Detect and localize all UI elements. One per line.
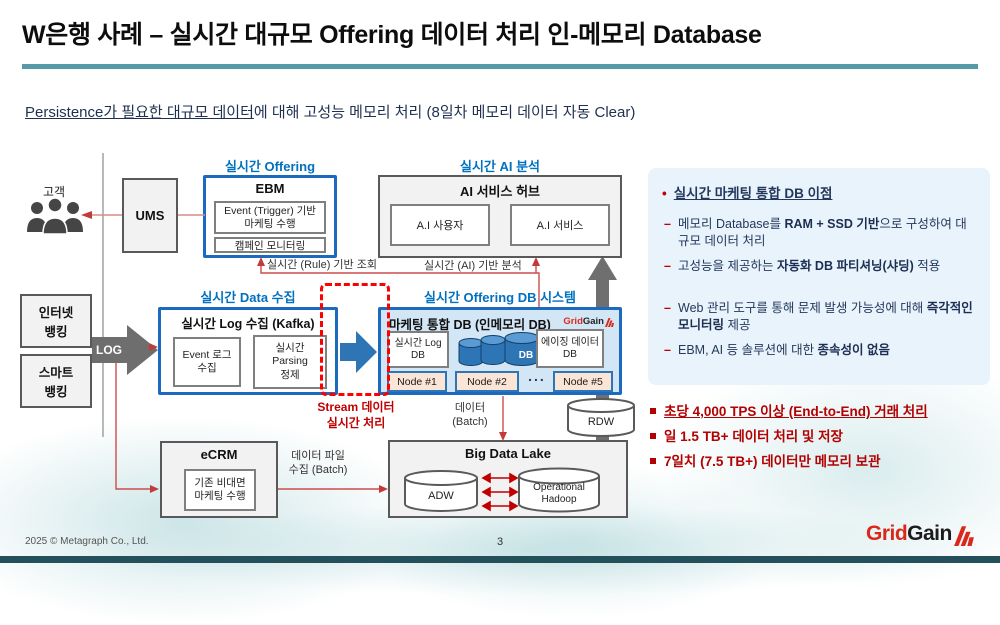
background-swirl	[80, 505, 980, 595]
log-distribution-line	[115, 346, 153, 490]
ai-hub-title: AI 서비스 허브	[459, 184, 541, 199]
subtitle-underlined: Persistence가 필요한 대규모 데이터	[25, 104, 254, 121]
node-1-box: Node #1	[387, 371, 447, 392]
node-2-box: Node #2	[455, 371, 519, 392]
subtitle: Persistence가 필요한 대규모 데이터에 대해 고성능 메모리 처리 …	[25, 101, 955, 122]
copyright: 2025 © Metagraph Co., Ltd.	[25, 536, 149, 547]
realtime-log-db-box: 실시간 Log DB	[387, 331, 449, 368]
realtime-parsing-box: 실시간 Parsing 정제	[253, 335, 327, 389]
log-arrow-label: LOG	[96, 343, 122, 357]
gridgain-flag-icon	[953, 526, 974, 546]
benefits-panel: 실시간 마케팅 통합 DB 이점 메모리 Database를 RAM + SSD…	[648, 168, 990, 385]
stream-processing-label: Stream 데이터 실시간 처리	[317, 400, 395, 430]
background-swirl	[660, 350, 1000, 590]
gridgain-mini-grid: Grid	[563, 316, 583, 327]
event-log-collect-box: Event 로그 수집	[173, 337, 241, 387]
db-cylinder-label: DB	[518, 350, 534, 361]
hadoop-cylinder-icon	[518, 467, 600, 513]
kpi-daily-volume: 일 1.5 TB+ 데이터 처리 및 저장	[650, 425, 990, 445]
batch-data-label: 데이터 (Batch)	[452, 402, 488, 428]
big-data-lake-box: Big Data Lake ADW Operational Hadoop	[388, 440, 628, 518]
gridgain-logo-grid: Grid	[866, 522, 908, 545]
realtime-offering-label: 실시간 Offering	[224, 159, 316, 174]
file-batch-label: 데이터 파일 수집 (Batch)	[288, 450, 348, 476]
ecrm-lake-arrowhead	[379, 485, 388, 493]
benefit-item: Web 관리 도구를 통해 문제 발생 가능성에 대해 즉각적인 모니터링 제공	[664, 300, 974, 333]
db-cylinders-icon	[458, 332, 540, 366]
kpi-tps: 초당 4,000 TPS 이상 (End-to-End) 거래 처리	[650, 400, 990, 420]
ebm-event-marketing-box: Event (Trigger) 기반 마케팅 수행	[214, 201, 326, 234]
customers-icon	[27, 198, 83, 235]
realtime-ai-label: 실시간 AI 분석	[459, 159, 541, 174]
gridgain-logo-gain: Gain	[907, 522, 952, 545]
ebm-title: EBM	[255, 181, 285, 196]
benefit-item: EBM, AI 등 솔루션에 대한 종속성이 없음	[664, 342, 974, 359]
bottom-accent-bar	[0, 556, 1000, 563]
ai-based-analysis-label: 실시간 (AI) 기반 분석	[424, 260, 522, 272]
kpi-memory-retention: 7일치 (7.5 TB+) 데이터만 메모리 보관	[650, 450, 990, 470]
ums-label: UMS	[135, 208, 165, 223]
customer-label: 고객	[42, 185, 66, 199]
realtime-data-collect-label: 실시간 Data 수집	[200, 290, 296, 305]
ecrm-legacy-marketing-box: 기존 비대면 마케팅 수행	[184, 469, 256, 511]
rdw-label: RDW	[587, 416, 615, 428]
page-number: 3	[496, 536, 504, 548]
benefits-heading: 실시간 마케팅 통합 DB 이점	[662, 182, 833, 202]
hadoop-label: Operational Hadoop	[533, 482, 585, 505]
gridgain-mini-flag-icon	[605, 317, 614, 327]
ai-user-box: A.I 사용자	[390, 204, 490, 246]
ebm-campaign-monitoring-box: 캠페인 모니터링	[214, 237, 326, 253]
aging-data-db-box: 에이징 데이터 DB	[536, 329, 604, 368]
adw-label: ADW	[428, 490, 454, 502]
title-divider	[22, 64, 978, 69]
offering-db-system-label: 실시간 Offering DB 시스템	[424, 290, 576, 305]
lake-title: Big Data Lake	[465, 446, 551, 461]
adw-cylinder-icon	[404, 470, 478, 512]
ecrm-title: eCRM	[200, 447, 238, 462]
page-title: W은행 사례 – 실시간 대규모 Offering 데이터 처리 인-메모리 D…	[22, 21, 762, 49]
node-ellipsis: ...	[528, 368, 546, 384]
ebm-box: EBM Event (Trigger) 기반 마케팅 수행 캠페인 모니터링	[203, 175, 337, 258]
kafka-title: 실시간 Log 수집 (Kafka)	[181, 317, 315, 331]
ai-service-hub-box: AI 서비스 허브 A.I 사용자 A.I 서비스	[378, 175, 622, 258]
stream-highlight-dashed-box	[320, 283, 390, 396]
gridgain-mini-gain: Gain	[582, 316, 604, 327]
benefit-item: 메모리 Database를 RAM + SSD 기반으로 구성하여 대규모 데이…	[664, 216, 974, 249]
smart-banking-box: 스마트 뱅킹	[20, 354, 92, 408]
benefit-item: 고성능을 제공하는 자동화 DB 파티셔닝(샤딩) 적용	[664, 258, 974, 275]
kafka-box: 실시간 Log 수집 (Kafka) Event 로그 수집 실시간 Parsi…	[158, 307, 338, 395]
marketing-db-title: 마케팅 통합 DB (인메모리 DB)	[389, 318, 551, 332]
internet-banking-box: 인터넷 뱅킹	[20, 294, 92, 348]
ai-service-box: A.I 서비스	[510, 204, 610, 246]
node-5-box: Node #5	[553, 371, 613, 392]
rule-based-query-label: 실시간 (Rule) 기반 조회	[267, 259, 377, 271]
subtitle-rest: 에 대해 고성능 메모리 처리 (8일차 메모리 데이터 자동 Clear)	[253, 104, 636, 121]
ecrm-box: eCRM 기존 비대면 마케팅 수행	[160, 441, 278, 518]
ums-box: UMS	[122, 178, 178, 253]
